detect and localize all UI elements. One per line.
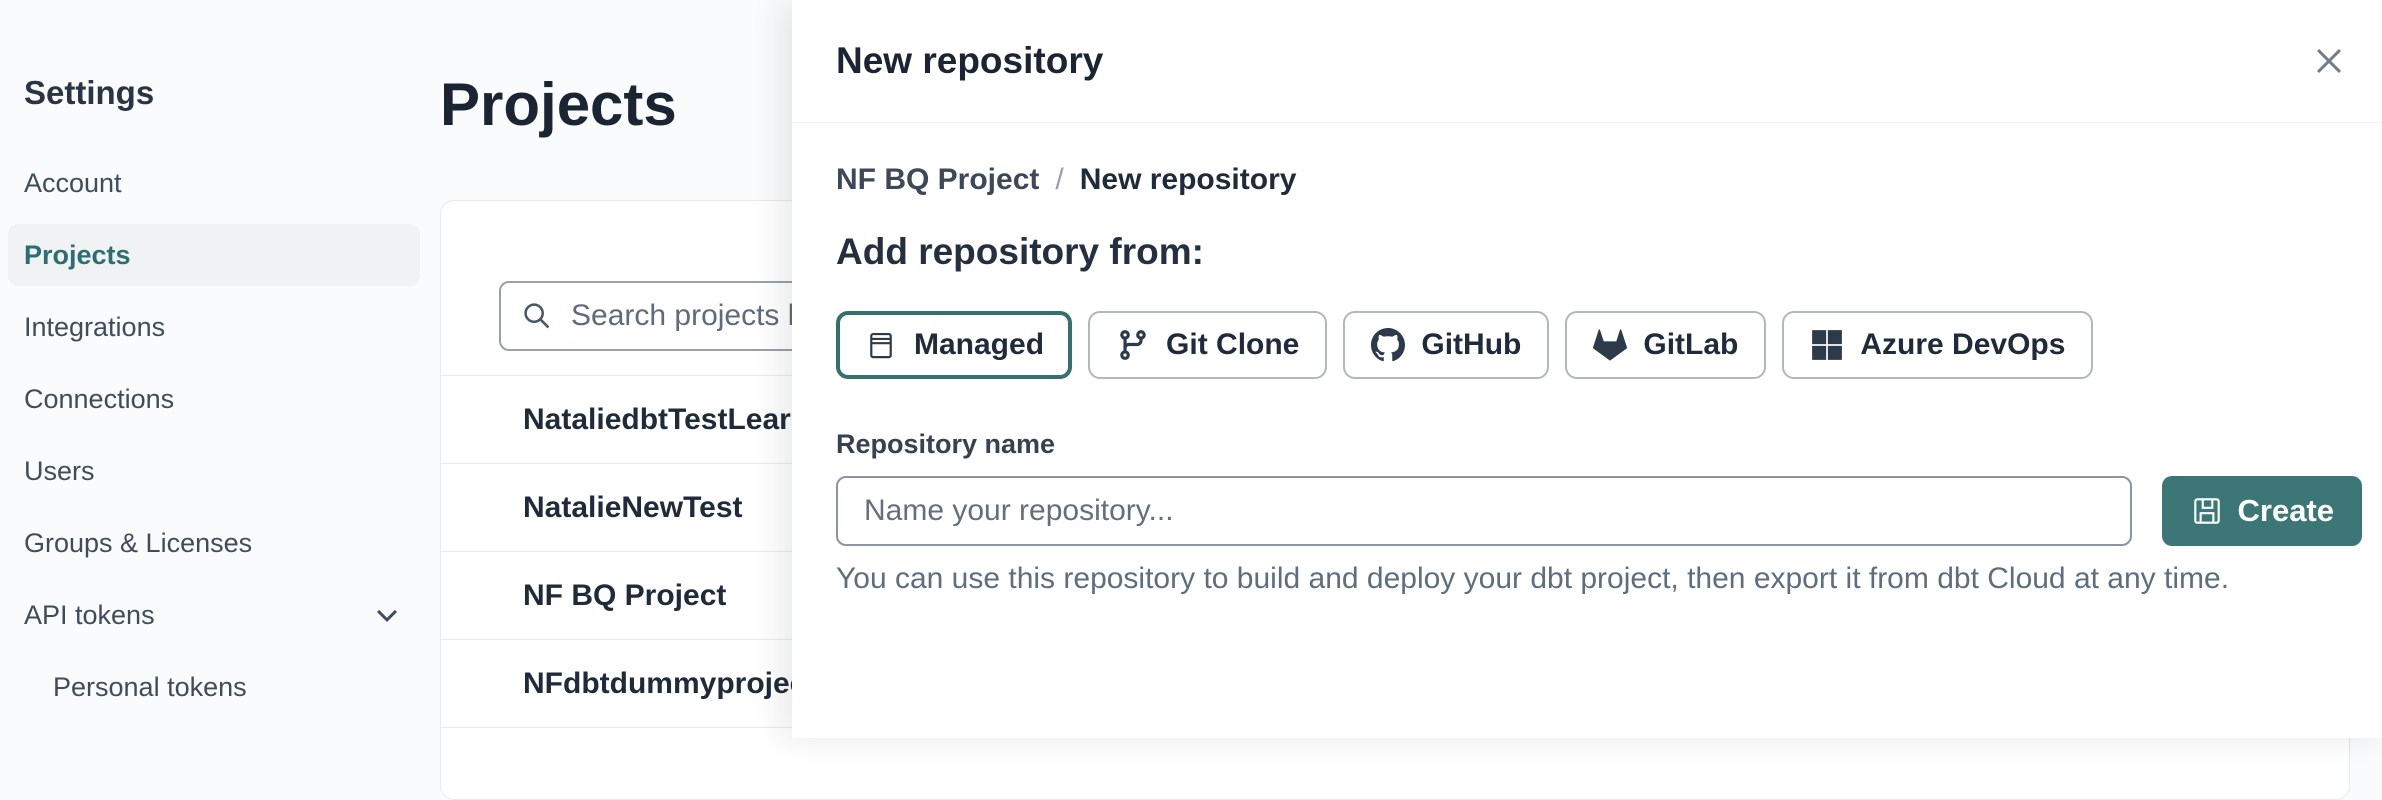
modal-body: NF BQ Project / New repository Add repos… bbox=[792, 123, 2382, 596]
sidebar-item-label: Groups & Licenses bbox=[24, 528, 252, 559]
repo-icon bbox=[864, 328, 898, 362]
sidebar-item-label: Projects bbox=[24, 240, 131, 271]
sidebar-item-label: Connections bbox=[24, 384, 174, 415]
sidebar-item-label: Users bbox=[24, 456, 95, 487]
breadcrumb-parent-link[interactable]: NF BQ Project bbox=[836, 163, 1039, 197]
chevron-down-icon bbox=[374, 602, 400, 628]
sidebar-title: Settings bbox=[24, 74, 420, 112]
modal-header: New repository bbox=[792, 0, 2382, 123]
gitlab-icon bbox=[1593, 328, 1627, 362]
source-option-gitlab[interactable]: GitLab bbox=[1565, 311, 1766, 379]
source-option-managed[interactable]: Managed bbox=[836, 311, 1072, 379]
breadcrumb: NF BQ Project / New repository bbox=[836, 163, 2362, 197]
source-option-label: Managed bbox=[914, 328, 1044, 362]
sidebar-item-label: Account bbox=[24, 168, 122, 199]
sidebar-nav: Account Projects Integrations Connection… bbox=[8, 152, 420, 718]
sidebar-item-account[interactable]: Account bbox=[8, 152, 420, 214]
sidebar-item-users[interactable]: Users bbox=[8, 440, 420, 502]
project-name: NatalieNewTest bbox=[523, 491, 743, 525]
source-option-label: GitHub bbox=[1421, 328, 1521, 362]
breadcrumb-separator: / bbox=[1055, 163, 1063, 197]
breadcrumb-current: New repository bbox=[1080, 163, 1297, 197]
repository-source-options: Managed Git Clone GitHub GitLab Azure De… bbox=[836, 311, 2362, 379]
close-button[interactable] bbox=[2304, 36, 2354, 86]
sidebar-item-api-tokens[interactable]: API tokens bbox=[8, 584, 420, 646]
sidebar-item-label: Personal tokens bbox=[53, 672, 247, 703]
new-repository-modal: New repository NF BQ Project / New repos… bbox=[792, 0, 2382, 738]
repository-name-input[interactable] bbox=[836, 476, 2132, 546]
repository-name-row: Create bbox=[836, 476, 2362, 546]
sidebar-item-groups-licenses[interactable]: Groups & Licenses bbox=[8, 512, 420, 574]
source-option-label: Azure DevOps bbox=[1860, 328, 2065, 362]
source-option-azure-devops[interactable]: Azure DevOps bbox=[1782, 311, 2093, 379]
source-option-github[interactable]: GitHub bbox=[1343, 311, 1549, 379]
repository-name-label: Repository name bbox=[836, 429, 2362, 460]
settings-sidebar: Settings Account Projects Integrations C… bbox=[8, 0, 420, 728]
azure-devops-icon bbox=[1810, 328, 1844, 362]
project-name: NF BQ Project bbox=[523, 579, 726, 613]
create-button-label: Create bbox=[2238, 493, 2335, 529]
modal-title: New repository bbox=[836, 40, 1103, 82]
close-icon bbox=[2312, 44, 2346, 78]
source-option-label: GitLab bbox=[1643, 328, 1738, 362]
sidebar-item-label: Integrations bbox=[24, 312, 165, 343]
project-name: NFdbtdummyproject bbox=[523, 667, 816, 701]
sidebar-item-connections[interactable]: Connections bbox=[8, 368, 420, 430]
source-option-git-clone[interactable]: Git Clone bbox=[1088, 311, 1327, 379]
github-icon bbox=[1371, 328, 1405, 362]
repository-helper-text: You can use this repository to build and… bbox=[836, 562, 2362, 596]
git-branch-icon bbox=[1116, 328, 1150, 362]
sidebar-item-label: API tokens bbox=[24, 600, 155, 631]
add-repository-heading: Add repository from: bbox=[836, 231, 2362, 273]
source-option-label: Git Clone bbox=[1166, 328, 1299, 362]
save-icon bbox=[2190, 494, 2224, 528]
sidebar-item-integrations[interactable]: Integrations bbox=[8, 296, 420, 358]
sidebar-item-personal-tokens[interactable]: Personal tokens bbox=[8, 656, 420, 718]
create-button[interactable]: Create bbox=[2162, 476, 2363, 546]
project-name: NataliedbtTestLearn T bbox=[523, 403, 836, 437]
search-icon bbox=[521, 300, 553, 332]
sidebar-item-projects[interactable]: Projects bbox=[8, 224, 420, 286]
